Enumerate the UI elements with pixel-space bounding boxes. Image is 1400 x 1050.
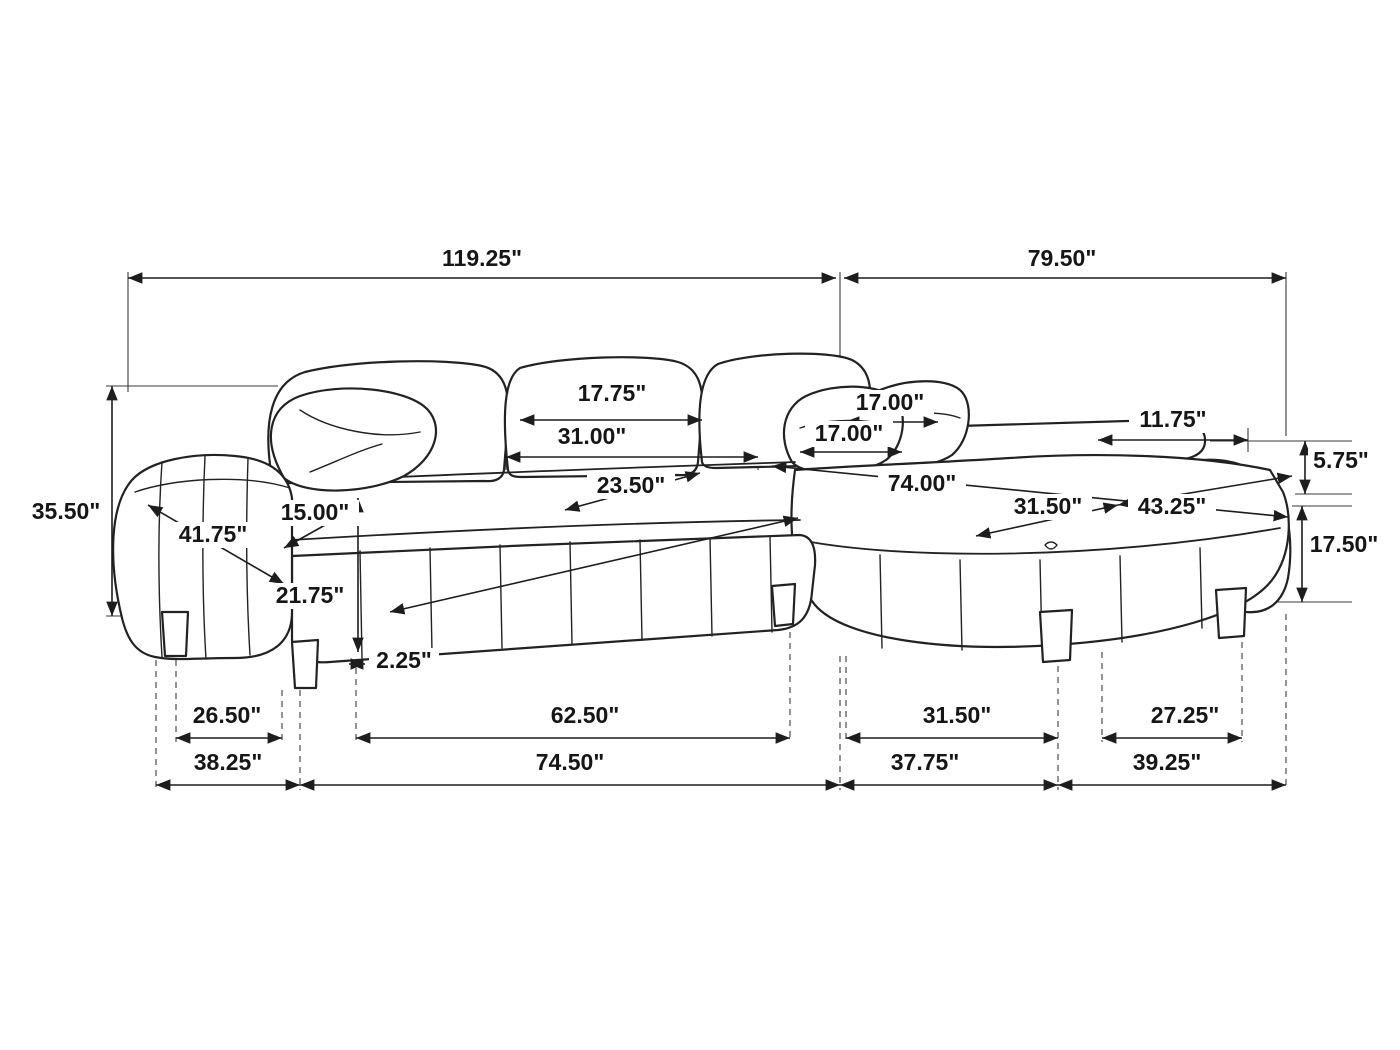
- dim-label-chaise-leg-span: 31.50": [913, 702, 1001, 729]
- dim-label-leg-inset: 2.25": [369, 647, 439, 674]
- svg-text:17.00": 17.00": [856, 389, 924, 415]
- svg-text:31.50": 31.50": [923, 702, 991, 728]
- leg-chaise-right: [1214, 586, 1248, 640]
- dim-label-chaise-length: 74.00": [878, 470, 966, 497]
- svg-text:43.25": 43.25": [1138, 493, 1206, 519]
- dim-label-corner-pillow-width: 17.00": [846, 389, 934, 416]
- dim-line-chaise-seat-width: [975, 502, 1119, 539]
- dimension-lines: [106, 272, 1311, 791]
- dim-label-arm-rise: 5.75": [1308, 447, 1374, 474]
- svg-text:35.50": 35.50": [32, 498, 100, 524]
- dim-label-overall-height: 35.50": [22, 498, 110, 525]
- dim-label-overall-length: 119.25": [432, 245, 532, 272]
- svg-text:37.75": 37.75": [891, 749, 959, 775]
- leg-chaise-front: [1038, 608, 1074, 664]
- svg-text:41.75": 41.75": [179, 521, 247, 547]
- svg-text:119.25": 119.25": [442, 245, 522, 271]
- svg-text:17.00": 17.00": [815, 420, 883, 446]
- leg-front-left: [160, 610, 190, 658]
- dim-label-chaise-width: 43.25": [1128, 493, 1216, 520]
- svg-text:23.50": 23.50": [597, 472, 665, 498]
- svg-text:26.50": 26.50": [193, 702, 261, 728]
- dim-label-arm-depth: 41.75": [169, 521, 257, 548]
- dim-label-chaise-base-span: 37.75": [881, 749, 969, 776]
- svg-text:38.25": 38.25": [194, 749, 262, 775]
- left-arm: [112, 453, 294, 661]
- dim-label-seat-front-span: 62.50": [541, 702, 629, 729]
- svg-text:31.00": 31.00": [558, 423, 626, 449]
- dashed-extension-lines: [155, 614, 1287, 790]
- svg-text:21.75": 21.75": [276, 582, 344, 608]
- dim-label-chaise-right-depth: 39.25": [1123, 749, 1211, 776]
- dim-label-overall-depth: 79.50": [1018, 245, 1106, 272]
- svg-text:5.75": 5.75": [1313, 447, 1369, 473]
- dim-label-corner-pillow-width-2: 17.00": [805, 420, 893, 447]
- svg-text:74.50": 74.50": [536, 749, 604, 775]
- dim-label-back-cushion-width: 17.75": [568, 380, 656, 407]
- dim-label-seat-depth: 23.50": [587, 472, 675, 499]
- sofa-legs: [160, 582, 1248, 690]
- svg-text:39.25": 39.25": [1133, 749, 1201, 775]
- svg-text:27.25": 27.25": [1151, 702, 1219, 728]
- svg-text:79.50": 79.50": [1028, 245, 1096, 271]
- dim-label-back-cushion-full-width: 31.00": [548, 423, 636, 450]
- leg-center: [770, 582, 797, 628]
- back-cushion-middle: [503, 356, 704, 479]
- dim-line-seat-front-width: [389, 515, 799, 615]
- left-throw-pillow: [269, 387, 438, 492]
- dim-label-arm-front-height: 21.75": [266, 582, 354, 609]
- dim-label-chaise-arm-width: 11.75": [1129, 406, 1217, 433]
- dim-label-chaise-right-leg-span: 27.25": [1141, 702, 1229, 729]
- dim-label-left-section-depth: 38.25": [184, 749, 272, 776]
- dim-label-front-leg-span: 26.50": [183, 702, 271, 729]
- svg-text:15.00": 15.00": [281, 499, 349, 525]
- leg-front-second: [290, 638, 320, 690]
- svg-text:74.00": 74.00": [888, 470, 956, 496]
- svg-text:17.50": 17.50": [1310, 531, 1378, 557]
- svg-text:2.25": 2.25": [376, 647, 432, 673]
- dim-label-base-front-span: 74.50": [526, 749, 614, 776]
- dimension-labels: 119.25" 79.50" 17.75" 31.00" 17.00" 17.0…: [22, 245, 1384, 776]
- svg-text:17.75": 17.75": [578, 380, 646, 406]
- svg-text:31.50": 31.50": [1014, 493, 1082, 519]
- dim-label-arm-width: 15.00": [271, 499, 359, 526]
- svg-text:62.50": 62.50": [551, 702, 619, 728]
- dim-label-seat-height: 17.50": [1304, 531, 1384, 558]
- dim-label-chaise-seat-width: 31.50": [1004, 493, 1092, 520]
- seat-base: [289, 461, 817, 664]
- svg-text:11.75": 11.75": [1139, 406, 1206, 432]
